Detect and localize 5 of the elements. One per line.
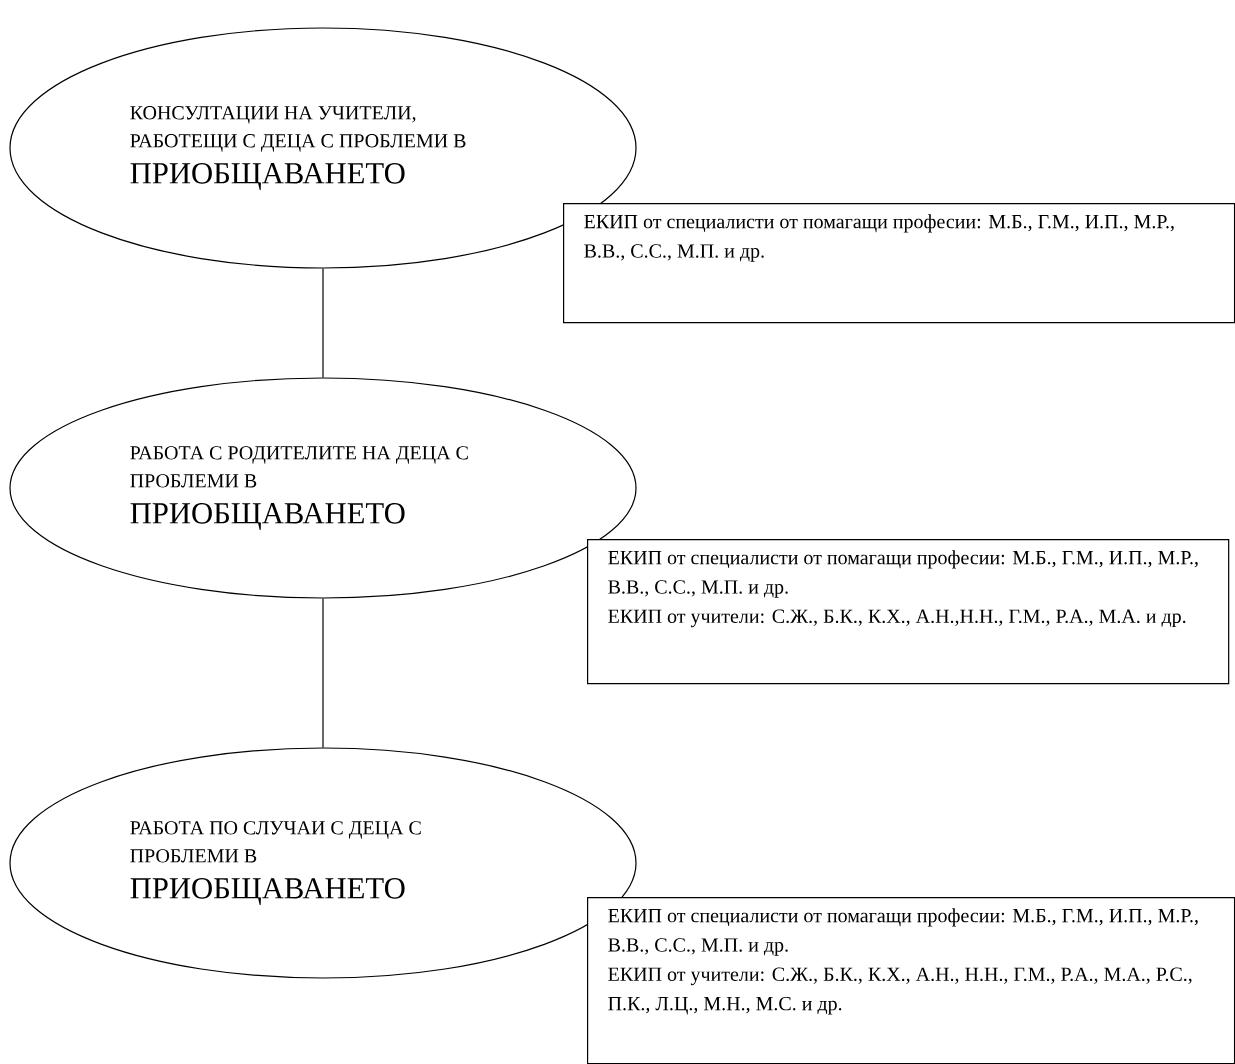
text-box: ЕКИП от специалисти от помагащи професии: М.Б., Г.М., И.П., М.Р., В.В., С.С., М.П. и др.: [563, 203, 1235, 324]
connector-line: [322, 598, 324, 748]
connector-line: [322, 268, 324, 378]
text-box: ЕКИП от специалисти от помагащи професии: М.Б., Г.М., И.П., М.Р., В.В., С.С., М.П. и др. ЕКИП от учители: С.Ж., Б.К., К.Х., А.Н., Н.Н., Г.М., Р.А., М.А., Р.С., П.К., Л.Ц., М.Н., М.С. и др.: [587, 897, 1235, 1064]
text-box: ЕКИП от специалисти от помагащи професии: М.Б., Г.М., И.П., М.Р., В.В., С.С., М.П. и др. ЕКИП от учители: С.Ж., Б.К., К.Х., А.Н.,Н.Н., Г.М., Р.А., М.А. и др.: [587, 539, 1230, 685]
